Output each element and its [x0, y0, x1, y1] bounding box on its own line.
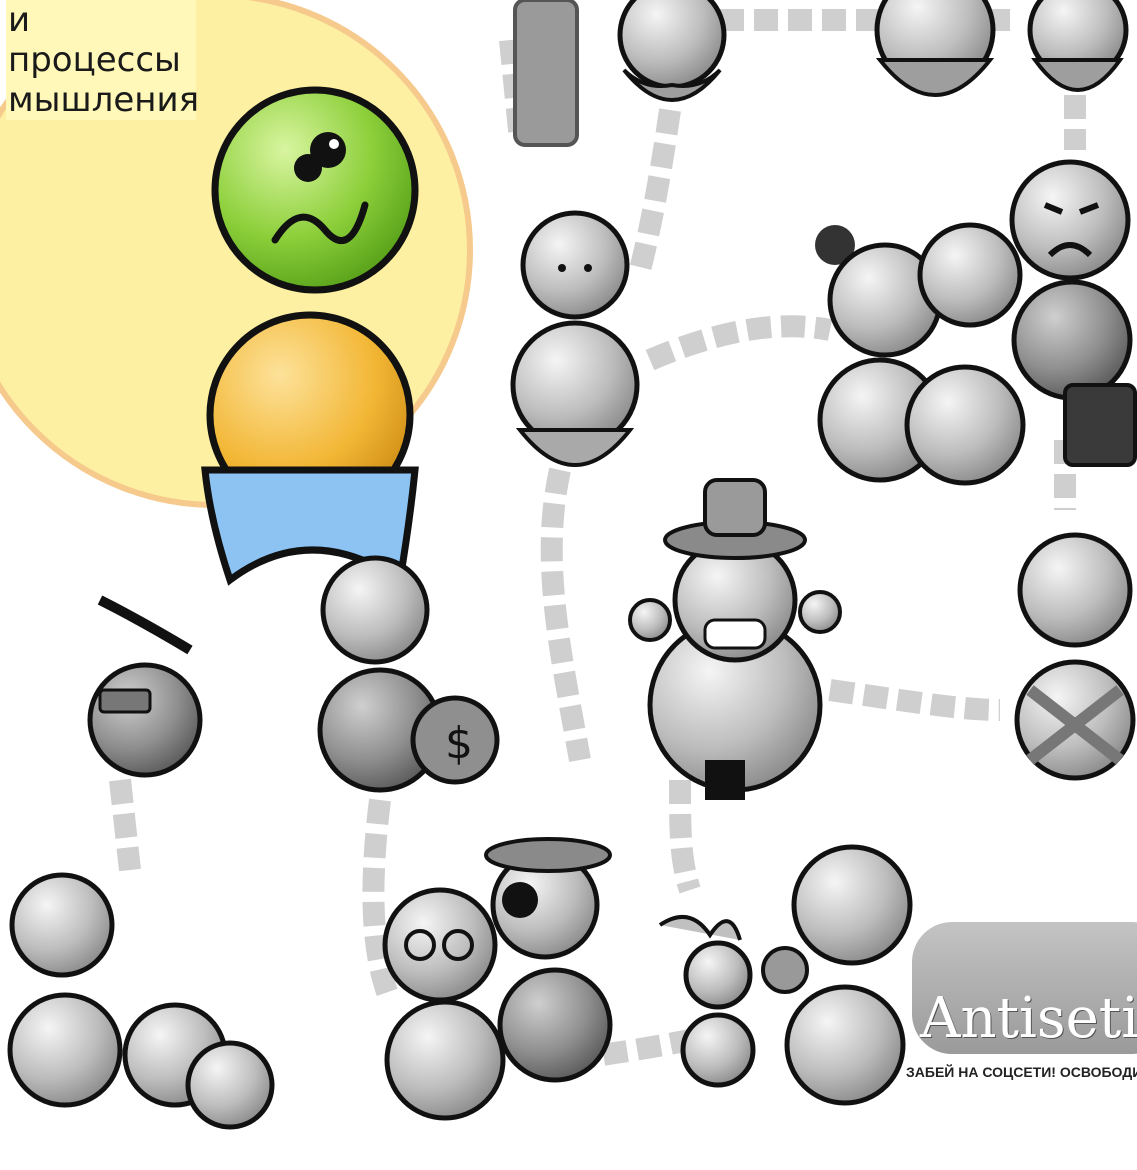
figure-plain-center [513, 213, 637, 465]
figure-couple [815, 225, 1023, 483]
figure-angry-businessman [1012, 162, 1135, 465]
figure-gangster-gun [90, 600, 200, 775]
caption-line-1: и процессы [6, 0, 196, 80]
figure-top-3 [1030, 0, 1126, 90]
watermark-brand: Antiseti!r [920, 986, 1137, 1051]
watermark-logo: Antiseti!r [912, 922, 1137, 1062]
figure-top-2 [877, 0, 993, 95]
watermark-tagline: ЗАБЕЙ НА СОЦСЕТИ! ОСВОБОДИ [906, 1064, 1137, 1080]
figure-top-1 [620, 0, 724, 100]
figure-tied-up [1017, 535, 1133, 778]
figure-hat-boss [630, 480, 840, 800]
caption-text: и процессы мышления [6, 0, 196, 120]
svg-text:$: $ [445, 718, 473, 769]
figure-girl-bow [660, 917, 753, 1085]
gray-card [515, 0, 577, 145]
caption-line-2: мышления [6, 80, 196, 120]
figure-money-bag: $ [320, 558, 497, 790]
figure-detective [486, 839, 610, 1080]
figure-eating [763, 847, 910, 1103]
figure-glasses [385, 890, 503, 1118]
figure-bottom-left [10, 875, 272, 1127]
